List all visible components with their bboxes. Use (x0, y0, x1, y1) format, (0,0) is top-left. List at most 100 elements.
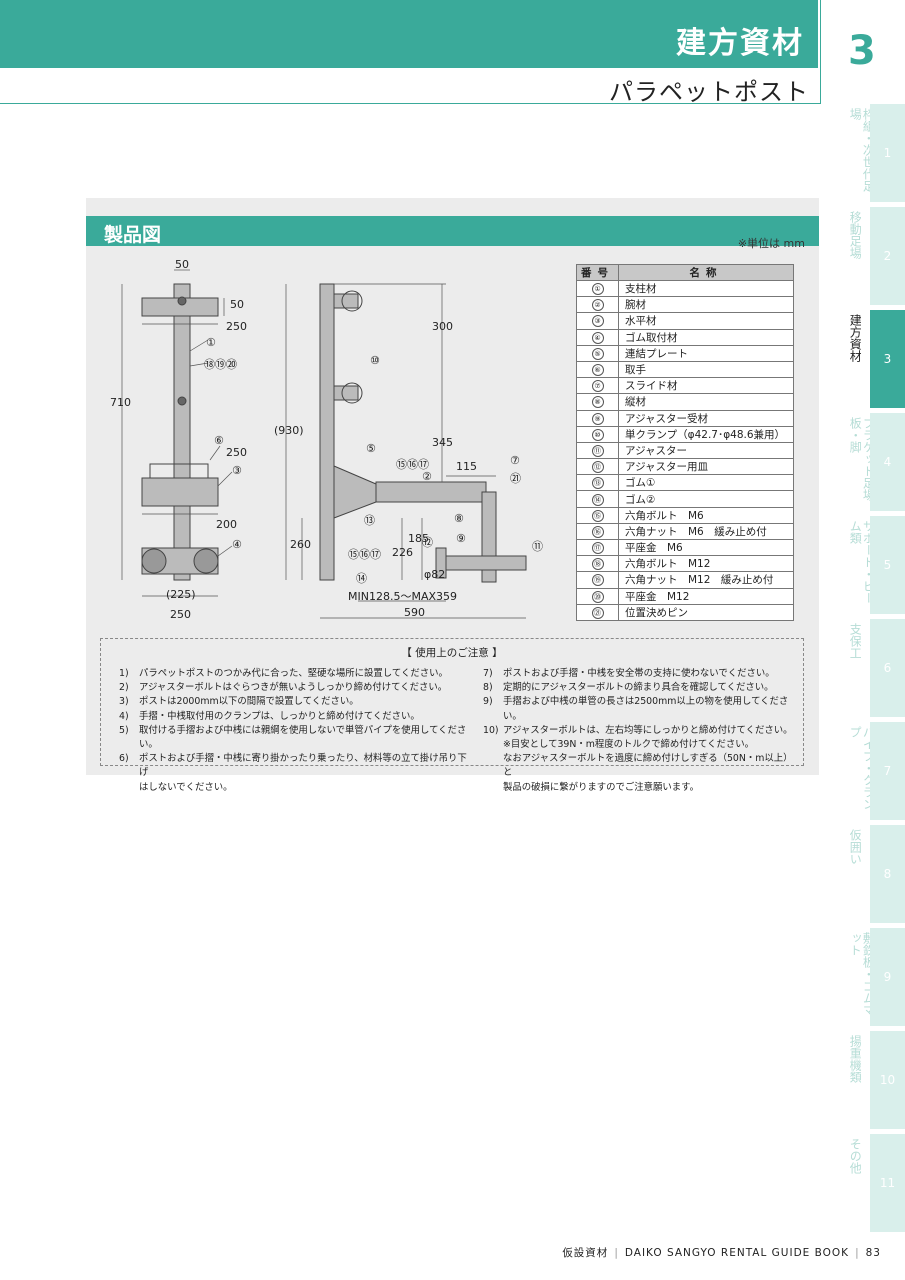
product-title: パラペットポスト (609, 78, 809, 106)
chapter-number: 3 (848, 28, 876, 74)
side-labels: (930) ⑩ 300 345 ⑤ ⑮⑯⑰ ② 115 ⑦ ㉑ ⑬ ⑧ ⑨ 26… (274, 320, 543, 619)
list-item: 2)アジャスターボルトはぐらつきが無いようしっかり締め付けてください。 (119, 681, 469, 695)
dim-label: φ82 (424, 568, 445, 581)
side-post (319, 283, 335, 581)
part-name: 六角ナット M12 緩み止め付 (618, 571, 794, 589)
part-name: 六角ボルト M6 (618, 506, 794, 524)
tab-chapter-6[interactable]: 支保工 6 (840, 619, 905, 717)
arm-member (375, 481, 487, 503)
part-number: ⑯ (591, 525, 604, 538)
dim-label: 590 (404, 606, 425, 619)
tab-chapter-3[interactable]: 建方資材 3 (840, 310, 905, 408)
category-title: 建方資材 (676, 26, 804, 61)
front-horizontal-member (141, 477, 219, 507)
part-number: ⑭ (591, 493, 604, 506)
tab-chapter-9[interactable]: 敷鉄板・ゴムマット 9 (840, 928, 905, 1026)
tab-chapter-4[interactable]: ブラケット足場板・脚 4 (840, 413, 905, 511)
item-number: 4) (119, 710, 129, 722)
part-name: 縦材 (618, 393, 794, 411)
dim-label: 300 (432, 320, 453, 333)
part-ref: ⑮⑯⑰ (348, 548, 381, 561)
front-labels: 50 50 250 710 ⑱⑲⑳ ① ⑥ 250 ③ 200 ④ (225) … (110, 258, 247, 621)
dim-label: 226 (392, 546, 413, 559)
tab-number: 9 (870, 928, 905, 1026)
item-number: 1) (119, 668, 129, 679)
part-name: 取手 (618, 360, 794, 379)
part-name: 水平材 (618, 312, 794, 330)
tab-label: 建方資材 (848, 314, 862, 362)
dim-label: 250 (170, 608, 191, 621)
tab-chapter-10[interactable]: 揚重機類 10 (840, 1031, 905, 1129)
tab-number: 5 (870, 516, 905, 614)
item-number: 9) (483, 696, 493, 708)
part-ref: ⑬ (364, 514, 375, 527)
tab-number: 3 (870, 310, 905, 408)
tab-chapter-8[interactable]: 仮囲い 8 (840, 825, 905, 923)
list-item: 1)パラペットポストのつかみ代に合った、堅硬な場所に設置してください。 (119, 667, 469, 681)
item-continuation: 製品の破損に繋がりますのでご注意願います。 (503, 781, 699, 793)
part-number: ⑳ (591, 590, 604, 603)
dim-label: 50 (230, 298, 244, 311)
part-name: アジャスター用皿 (618, 458, 794, 476)
part-name: アジャスター (618, 441, 794, 460)
tab-number: 1 (870, 104, 905, 202)
front-post (173, 283, 191, 581)
part-number: ⑮ (591, 509, 604, 522)
figure-title: 製品図 (104, 224, 162, 246)
part-ref: ⑤ (366, 442, 376, 455)
part-number: ⑨ (591, 412, 604, 425)
table-row: ⑦ スライド材 (576, 377, 794, 395)
part-name: 六角ナット M6 緩み止め付 (618, 522, 794, 541)
connecting-plate (333, 465, 377, 519)
tab-chapter-11[interactable]: その他 11 (840, 1134, 905, 1232)
part-ref: ㉑ (510, 472, 521, 485)
part-number: ⑧ (591, 396, 604, 409)
part-name: ゴム取付材 (618, 328, 794, 346)
list-item: 3)ポストは2000mm以下の間隔で設置してください。 (119, 695, 469, 709)
adjuster-pad (435, 547, 447, 579)
item-number: 6) (119, 753, 129, 765)
part-ref: ⑱⑲⑳ (204, 358, 237, 371)
tab-label: 移動足場 (848, 211, 862, 259)
item-continuation: なおアジャスターボルトを過度に締め付けしすぎる（50N・m以上）と (503, 753, 793, 779)
tab-chapter-1[interactable]: 枠組・次世代足場 1 (840, 104, 905, 202)
tab-chapter-2[interactable]: 移動足場 2 (840, 207, 905, 305)
dim-label: 185 (408, 532, 429, 545)
item-number: 10) (483, 724, 499, 736)
part-number: ㉑ (591, 606, 604, 619)
dim-label: 710 (110, 396, 131, 409)
tab-chapter-7[interactable]: パイプ・クランプ 7 (840, 722, 905, 820)
side-dimension-lines (285, 283, 526, 619)
table-row: ⑯ 六角ナット M6 緩み止め付 (576, 522, 794, 541)
part-name: ゴム① (618, 474, 794, 492)
adjuster (445, 555, 527, 571)
tab-label: その他 (848, 1138, 862, 1174)
table-header-row: 番号 名称 (576, 264, 794, 281)
table-row: ⑭ ゴム② (576, 490, 794, 508)
item-text: アジャスターボルトはぐらつきが無いようしっかり締め付けてください。 (139, 682, 448, 694)
dim-label: (225) (166, 588, 196, 601)
tab-label: 揚重機類 (848, 1035, 862, 1083)
part-name: ゴム② (618, 490, 794, 508)
front-dimension-lines (121, 269, 233, 597)
dim-label: 115 (456, 460, 477, 473)
list-item: 10)アジャスターボルトは、左右均等にしっかりと締め付けてください。 (483, 724, 799, 738)
part-name: スライド材 (618, 377, 794, 395)
part-name: 単クランプ（φ42.7･φ48.6兼用） (618, 425, 794, 443)
list-item: 7)ポストおよび手摺・中桟を安全帯の支持に使わないでください。 (483, 667, 799, 681)
dim-label: 250 (226, 320, 247, 333)
part-number: ② (591, 299, 604, 312)
unit-note: ※単位は mm (737, 237, 805, 250)
usage-cautions-box: 【 使用上のご注意 】 1)パラペットポストのつかみ代に合った、堅硬な場所に設置… (100, 638, 804, 793)
table-row: ⑮ 六角ボルト M6 (576, 506, 794, 524)
tab-chapter-5[interactable]: サポート・ビーム類 5 (840, 516, 905, 614)
part-number: ⑦ (591, 380, 604, 393)
tab-number: 11 (870, 1134, 905, 1232)
